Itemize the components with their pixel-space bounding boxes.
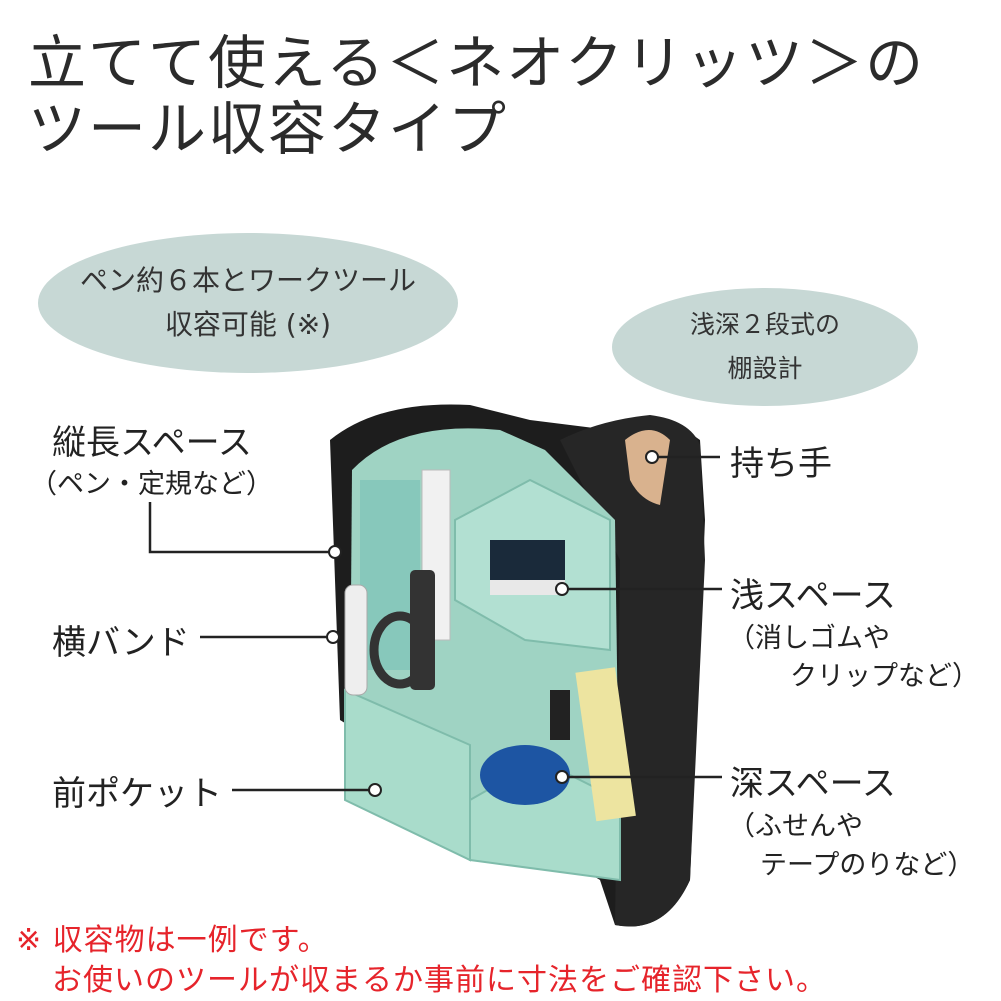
shelf-line-1: 浅深２段式の xyxy=(689,310,840,339)
handle-strap xyxy=(625,430,670,505)
capacity-line-2: 収容可能 (※) xyxy=(164,308,332,341)
capacity-bubble: ペン約６本とワークツール 収容可能 (※) xyxy=(38,233,458,373)
capacity-line-1: ペン約６本とワークツール xyxy=(79,264,416,297)
shallow-space-sub-1: （消しゴムや xyxy=(728,623,890,654)
front-pocket-dot xyxy=(368,783,382,797)
deep-space-label: 深スペース xyxy=(730,764,896,804)
shelf-line-2: 棚設計 xyxy=(727,354,803,383)
side-band-label: 横バンド xyxy=(52,623,190,663)
vertical-space-label: 縦長スペース xyxy=(52,423,252,463)
side-band-dot xyxy=(326,630,340,644)
scissors-blade xyxy=(410,570,435,690)
note-line-1: ※ 収容物は一例です。 xyxy=(16,923,329,958)
vertical-space-dot xyxy=(328,545,342,559)
page-title: 立てて使える＜ネオクリッツ＞の ツール収容タイプ xyxy=(28,30,925,162)
deep-space-sub-1: （ふせんや xyxy=(728,811,863,842)
eraser-box-edge xyxy=(490,580,565,595)
usb-cable xyxy=(550,690,570,740)
deep-space-sub-2: テープのりなど） xyxy=(760,850,975,881)
sticky-note xyxy=(575,667,636,822)
handle-dot xyxy=(645,450,659,464)
title-line-1: 立てて使える＜ネオクリッツ＞の xyxy=(28,29,926,97)
tape-roller xyxy=(480,745,570,805)
shelf-bubble: 浅深２段式の 棚設計 xyxy=(612,288,918,406)
vertical-space-leader xyxy=(148,502,330,554)
title-line-2: ツール収容タイプ xyxy=(28,95,509,163)
front-pocket-label: 前ポケット xyxy=(52,774,222,814)
vertical-space-sub: （ペン・定規など） xyxy=(30,469,273,500)
glue-stick xyxy=(344,584,368,696)
case-lid xyxy=(560,415,705,927)
shallow-space-dot xyxy=(555,582,569,596)
note-line-2: お使いのツールが収まるか事前に寸法をご確認下さい。 xyxy=(52,963,827,998)
shallow-space-label: 浅スペース xyxy=(730,576,896,616)
handle-label: 持ち手 xyxy=(730,444,832,484)
deep-space-dot xyxy=(555,770,569,784)
shallow-space-sub-2: クリップなど） xyxy=(790,661,979,692)
